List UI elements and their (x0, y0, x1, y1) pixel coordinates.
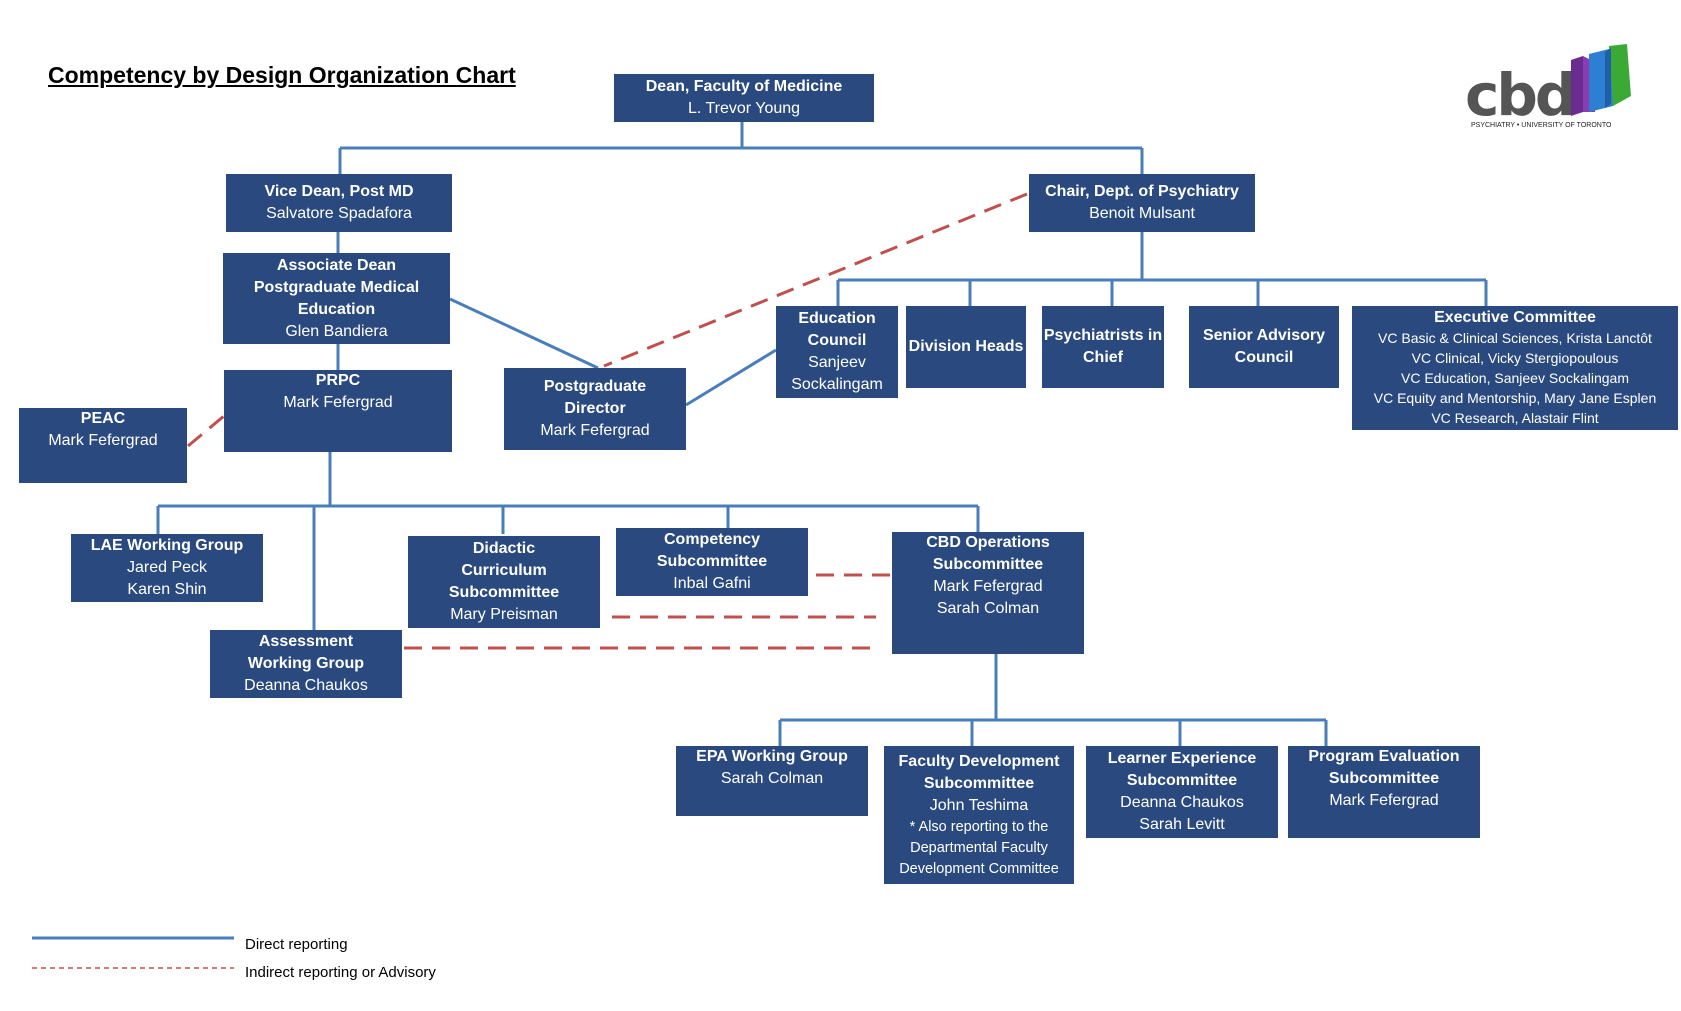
node-postgraduate-director: Postgraduate Director Mark Fefergrad (504, 368, 686, 450)
node-person: Karen Shin (127, 581, 207, 598)
committee-member: VC Research, Alastair Flint (1431, 410, 1599, 426)
node-assessment-working-group: Assessment Working Group Deanna Chaukos (210, 630, 402, 698)
node-person: Benoit Mulsant (1089, 205, 1195, 222)
node-psychiatrists-in-chief: Psychiatrists in Chief (1042, 306, 1164, 388)
committee-member: VC Equity and Mentorship, Mary Jane Espl… (1373, 390, 1657, 406)
node-person: Deanna Chaukos (244, 677, 368, 694)
node-person: Sockalingam (791, 376, 883, 393)
node-title-line: Psychiatrists in (1043, 327, 1163, 344)
node-title: PRPC (315, 372, 361, 389)
node-competency-subcommittee: Competency Subcommittee Inbal Gafni (616, 528, 808, 596)
node-associate-dean: Associate Dean Postgraduate Medical Educ… (223, 253, 450, 344)
page-title: Competency by Design Organization Chart (48, 62, 516, 88)
committee-member: VC Basic & Clinical Sciences, Krista Lan… (1378, 330, 1652, 346)
node-title-line: Senior Advisory (1202, 327, 1326, 344)
node-person: Glen Bandiera (285, 322, 388, 340)
logo-subtitle: PSYCHIATRY • UNIVERSITY OF TORONTO (1471, 122, 1612, 129)
node-title-line: Didactic (472, 540, 536, 557)
node-title: Division Heads (908, 338, 1024, 355)
node-person: Mark Fefergrad (540, 422, 650, 439)
node-title-line: Competency (663, 531, 761, 548)
node-title: Executive Committee (1434, 309, 1596, 326)
book-icon (1571, 44, 1631, 116)
node-title: Dean, Faculty of Medicine (645, 78, 843, 95)
node-title-line: Working Group (247, 655, 365, 672)
node-title-line: Associate Dean (276, 256, 397, 274)
node-title: EPA Working Group (696, 748, 848, 765)
node-program-evaluation: Program Evaluation Subcommittee Mark Fef… (1288, 746, 1480, 838)
node-didactic-curriculum: Didactic Curriculum Subcommittee Mary Pr… (408, 536, 600, 628)
node-title-line: Curriculum (461, 562, 547, 579)
node-title-line: Assessment (258, 633, 354, 650)
node-lae-working-group: LAE Working Group Jared Peck Karen Shin (71, 534, 263, 602)
node-faculty-development: Faculty Development Subcommittee John Te… (884, 746, 1074, 884)
node-title-line: Education (297, 300, 376, 318)
node-cbd-operations: CBD Operations Subcommittee Mark Fefergr… (892, 532, 1084, 654)
node-title-line: CBD Operations (926, 534, 1050, 551)
node-person: Mark Fefergrad (283, 394, 393, 411)
node-title-line: Subcommittee (932, 556, 1044, 573)
committee-member: VC Clinical, Vicky Stergiopoulous (1411, 350, 1619, 366)
node-title-line: Program Evaluation (1308, 748, 1460, 765)
node-person: Sanjeev (808, 354, 866, 371)
node-peac: PEAC Mark Fefergrad (19, 408, 187, 483)
node-person: John Teshima (929, 796, 1029, 814)
node-learner-experience: Learner Experience Subcommittee Deanna C… (1086, 746, 1278, 838)
node-title-line: Learner Experience (1107, 750, 1257, 767)
node-person: Deanna Chaukos (1120, 794, 1244, 811)
node-person: Mark Fefergrad (48, 432, 158, 449)
legend-indirect-label: Indirect reporting or Advisory (245, 964, 436, 981)
node-title: PEAC (80, 410, 126, 427)
cbd-logo: cbd PSYCHIATRY • UNIVERSITY OF TORONTO (1465, 44, 1635, 134)
node-person: Sarah Colman (936, 600, 1040, 617)
node-executive-committee: Executive Committee VC Basic & Clinical … (1352, 306, 1678, 430)
node-chair-psychiatry: Chair, Dept. of Psychiatry Benoit Mulsan… (1029, 174, 1255, 232)
node-dean: Dean, Faculty of Medicine L. Trevor Youn… (614, 74, 874, 122)
committee-member: VC Education, Sanjeev Sockalingam (1400, 370, 1630, 386)
node-note: Departmental Faculty (910, 839, 1048, 856)
node-note: * Also reporting to the (909, 818, 1049, 835)
node-title-line: Subcommittee (656, 553, 768, 570)
node-division-heads: Division Heads (906, 306, 1026, 388)
node-title-line: Subcommittee (1126, 772, 1238, 789)
node-title-line: Council (1234, 349, 1294, 366)
node-title-line: Subcommittee (448, 584, 560, 601)
node-epa-working-group: EPA Working Group Sarah Colman (676, 746, 868, 816)
node-person: Mark Fefergrad (933, 578, 1043, 595)
node-person: Mary Preisman (450, 606, 558, 623)
node-education-council: Education Council Sanjeev Sockalingam (776, 306, 898, 398)
node-person: L. Trevor Young (687, 100, 801, 117)
node-senior-advisory-council: Senior Advisory Council (1189, 306, 1339, 388)
node-person: Mark Fefergrad (1329, 792, 1439, 809)
node-title-line: Director (564, 400, 626, 417)
node-note: Development Committee (899, 860, 1059, 877)
node-title-line: Faculty Development (898, 752, 1060, 770)
node-vice-dean: Vice Dean, Post MD Salvatore Spadafora (226, 174, 452, 232)
node-title: LAE Working Group (90, 537, 244, 554)
logo-wordmark: cbd (1465, 61, 1576, 129)
node-prpc: PRPC Mark Fefergrad (224, 370, 452, 452)
node-title: Chair, Dept. of Psychiatry (1045, 183, 1239, 200)
indirect-line (187, 414, 225, 448)
node-title-line: Chief (1083, 349, 1123, 366)
node-title-line: Postgraduate (543, 378, 647, 395)
indirect-line (603, 192, 1028, 368)
legend-direct-label: Direct reporting (245, 936, 348, 953)
node-person: Jared Peck (126, 559, 208, 576)
node-person: Inbal Gafni (673, 575, 751, 592)
node-person: Sarah Levitt (1139, 816, 1225, 833)
node-title-line: Education (798, 310, 876, 327)
node-person: Sarah Colman (720, 770, 824, 787)
direct-line (449, 297, 599, 370)
node-title-line: Subcommittee (1328, 770, 1440, 787)
node-title: Vice Dean, Post MD (264, 183, 414, 200)
node-person: Salvatore Spadafora (266, 205, 412, 222)
node-title-line: Subcommittee (923, 774, 1035, 792)
direct-line (685, 348, 777, 407)
node-title-line: Postgraduate Medical (253, 278, 420, 296)
node-title-line: Council (807, 332, 867, 349)
